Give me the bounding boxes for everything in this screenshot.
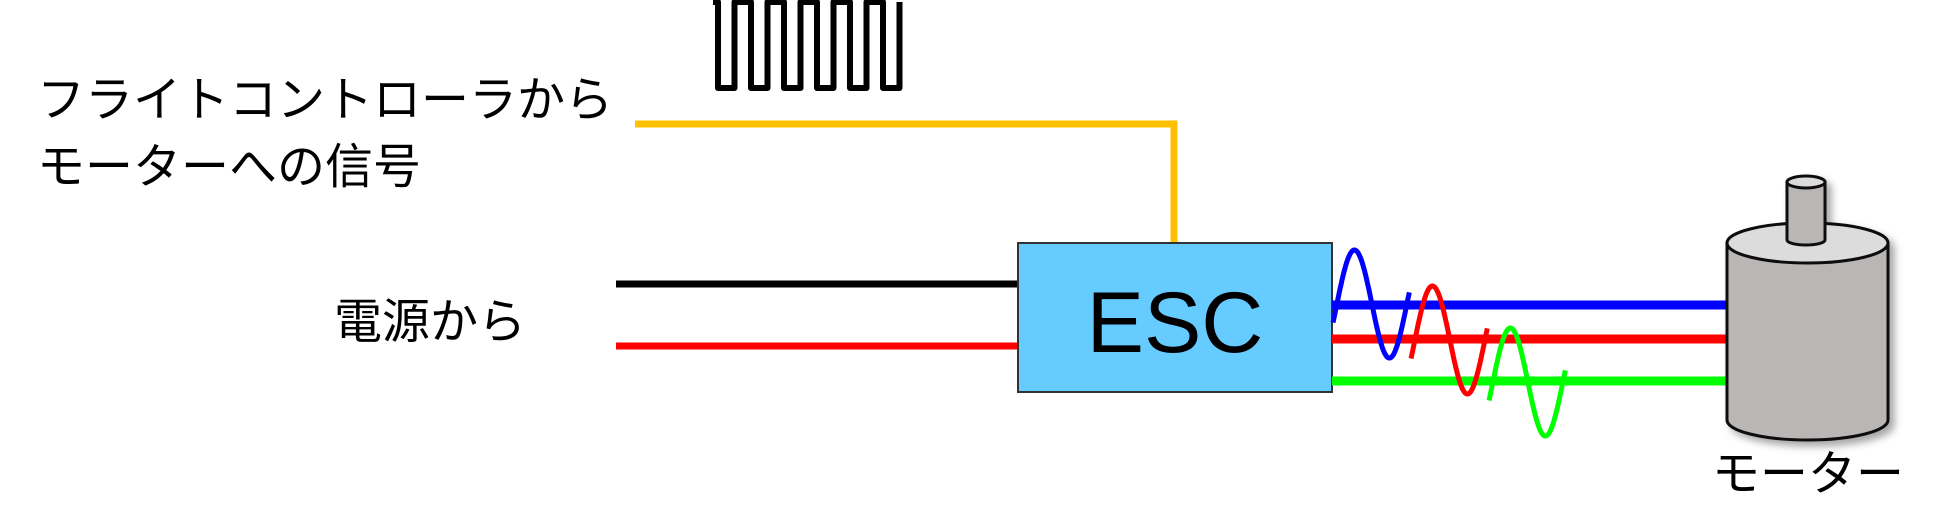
esc-label: ESC [1087, 275, 1264, 371]
motor-label: モーター [1712, 446, 1904, 502]
signal-wire [635, 120, 1178, 243]
phase-c-sine-wave [1486, 325, 1568, 439]
phase-a-sine-wave [1330, 247, 1412, 361]
pwm-signal-waveform [713, 0, 903, 91]
phase-b-sine-wave [1408, 283, 1490, 397]
signal-label-line2: モーターへの信号 [37, 139, 421, 195]
power-label: 電源から [334, 294, 526, 350]
signal-label-line1: フライトコントローラから [37, 72, 613, 128]
esc-box [1017, 242, 1333, 393]
motor-icon [1725, 174, 1890, 442]
